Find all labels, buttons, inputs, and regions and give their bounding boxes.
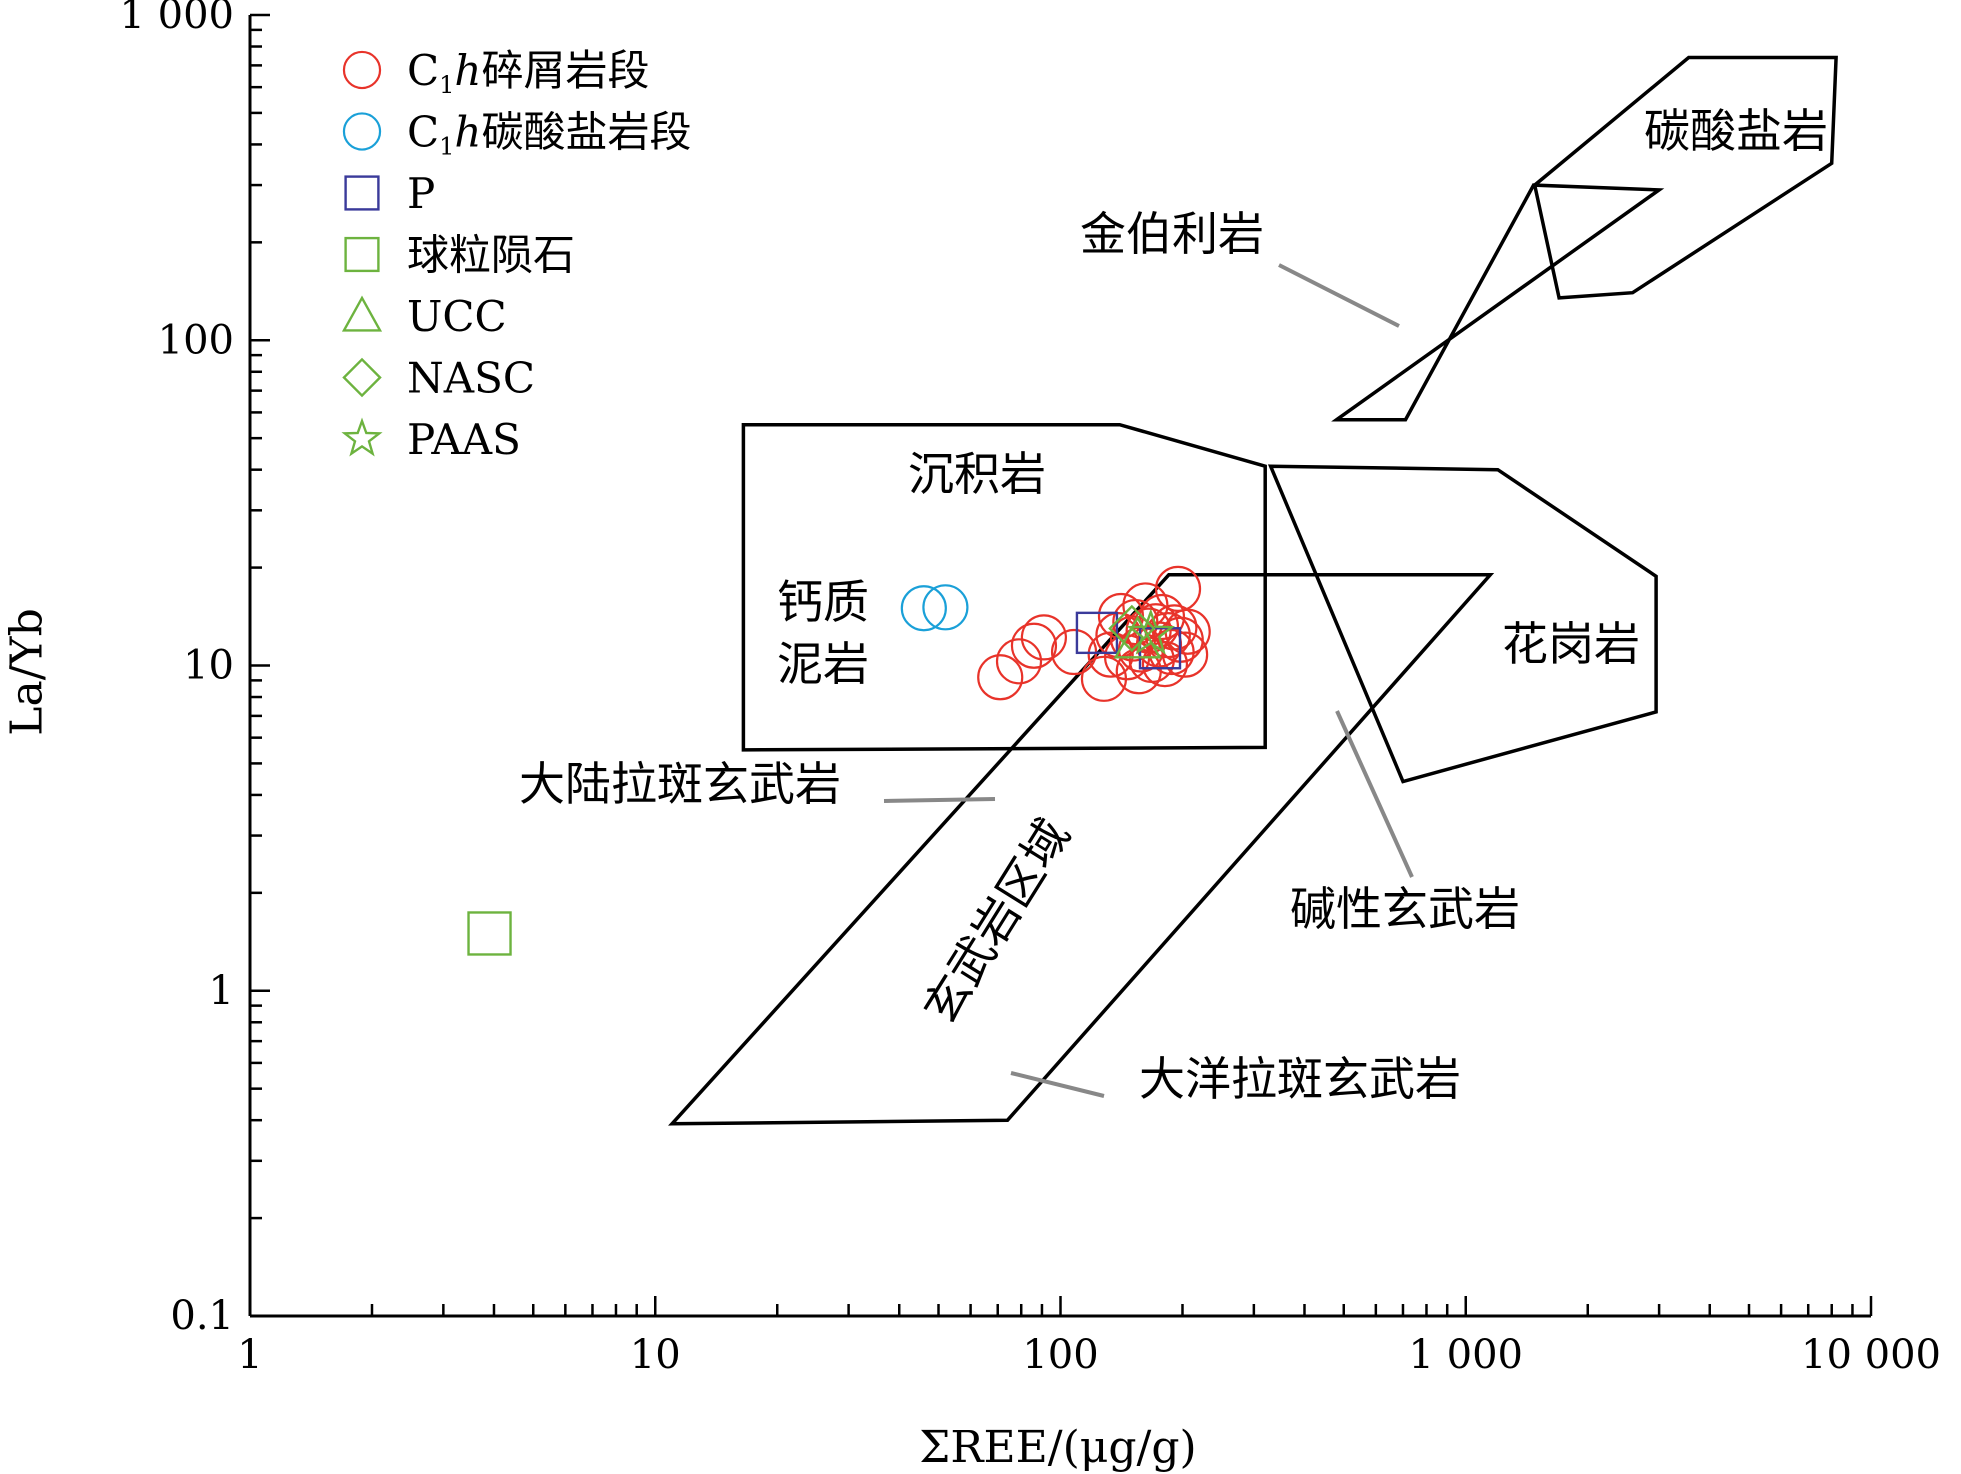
- label-leader-lines: [883, 263, 1414, 1098]
- leader-line: [1278, 263, 1400, 328]
- annotation-oceanic-tholeiite: 大洋拉斑玄武岩: [1139, 1052, 1461, 1106]
- x-tick-label: 10 000: [1801, 1332, 1941, 1378]
- field-boundaries: [668, 55, 1838, 1126]
- region-carbonatite: [1532, 55, 1838, 300]
- legend-label-UCC: UCC: [407, 292, 507, 341]
- x-tick-label: 1: [237, 1332, 262, 1378]
- legend-label-P: P: [407, 169, 435, 218]
- legend: C1h碎屑岩段 C1h碳酸盐岩段 P 球粒陨石 UCC NASC PAAS: [341, 46, 692, 464]
- x-tick-label: 10: [630, 1332, 681, 1378]
- region-label-basalt: 玄武岩区域: [913, 810, 1081, 1034]
- leader-line: [1335, 710, 1414, 878]
- legend-marker-UCC: [341, 295, 383, 332]
- legend-label-chondrite: 球粒陨石: [407, 231, 575, 280]
- leader-line: [1010, 1071, 1105, 1098]
- data-point-PAAS: [1126, 608, 1176, 655]
- y-tick-label: 1 000: [119, 0, 234, 38]
- data-point-chondrite: [467, 911, 512, 956]
- data-point-UCC: [1113, 615, 1162, 659]
- region-basalt: [668, 573, 1495, 1126]
- data-point-clastic: [1162, 631, 1209, 678]
- data-point-P: [1075, 611, 1119, 655]
- annotation-calcareous-mudstone-line1: 钙质: [777, 575, 869, 629]
- legend-label-clastic: C1h碎屑岩段: [407, 46, 650, 99]
- data-point-clastic: [995, 638, 1043, 685]
- data-point-clastic: [1020, 614, 1068, 661]
- x-tick-label: 100: [1022, 1332, 1098, 1378]
- y-axis-title: La/Yb: [2, 608, 53, 736]
- data-point-clastic: [1087, 631, 1134, 678]
- data-point-clastic: [1141, 640, 1189, 688]
- region-granite: [1267, 464, 1658, 784]
- region-label-granite: 花岗岩: [1502, 617, 1640, 671]
- legend-marker-NASC: [342, 357, 382, 398]
- leader-line: [883, 797, 996, 803]
- legend-marker-chondrite: [344, 236, 380, 273]
- region-kimberlite: [1331, 183, 1665, 422]
- y-tick-label: 0.1: [170, 1293, 234, 1339]
- data-point-carbonate: [900, 585, 947, 632]
- annotation-alkali-basalt: 碱性玄武岩: [1290, 882, 1520, 936]
- y-tick-label: 10: [183, 643, 234, 689]
- legend-label-NASC: NASC: [407, 354, 535, 403]
- data-point-clastic: [1010, 622, 1058, 669]
- region-sedimentary: [741, 422, 1267, 752]
- data-point-carbonate: [922, 584, 969, 631]
- y-tick-label: 100: [158, 317, 234, 363]
- legend-label-carbonate: C1h碳酸盐岩段: [407, 108, 692, 161]
- data-points: [467, 565, 1211, 956]
- region-label-sedimentary: 沉积岩: [908, 447, 1046, 501]
- y-tick-label: 1: [209, 968, 234, 1014]
- legend-marker-P: [344, 175, 380, 211]
- legend-marker-clastic: [342, 50, 382, 90]
- legend-marker-carbonate: [342, 112, 382, 151]
- x-axis-title: ΣREE/(μg/g): [919, 1422, 1196, 1473]
- legend-label-PAAS: PAAS: [407, 415, 521, 464]
- data-point-clastic: [977, 654, 1024, 701]
- annotation-continental-tholeiite: 大陆拉斑玄武岩: [519, 757, 841, 811]
- legend-marker-PAAS: [341, 417, 383, 457]
- annotation-kimberlite: 金伯利岩: [1080, 207, 1264, 261]
- region-label-carbonatite: 碳酸盐岩: [1644, 104, 1828, 158]
- annotation-calcareous-mudstone-line2: 泥岩: [777, 637, 869, 691]
- x-tick-label: 1 000: [1408, 1332, 1523, 1378]
